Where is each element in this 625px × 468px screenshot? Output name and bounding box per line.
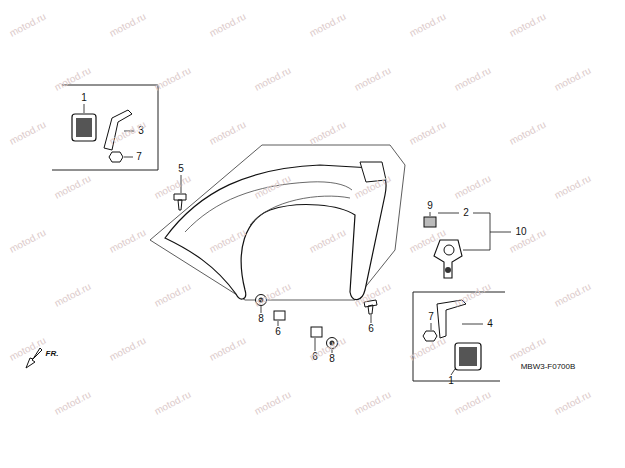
watermark: motod.ru [553, 281, 593, 308]
watermark: motod.ru [508, 119, 548, 146]
watermark: motod.ru [353, 65, 393, 92]
watermark: motod.ru [8, 227, 48, 254]
watermark: motod.ru [353, 389, 393, 416]
watermark: motod.ru [8, 119, 48, 146]
watermark: motod.ru [8, 11, 48, 38]
callout-number: 7 [136, 152, 142, 162]
callout-number: 1 [81, 93, 87, 103]
callout-number: 4 [487, 319, 493, 329]
watermark: motod.ru [553, 389, 593, 416]
watermark: motod.ru [408, 11, 448, 38]
drawing-code: MBW3-F0700B [521, 363, 576, 371]
callout-number: 8 [258, 314, 264, 324]
callout-number: 1 [448, 376, 454, 386]
watermark: motod.ru [153, 389, 193, 416]
watermark: motod.ru [553, 173, 593, 200]
callout-number: 5 [178, 164, 184, 174]
watermark: motod.ru [453, 173, 493, 200]
callout-number: 6 [275, 327, 281, 337]
callout-number: 7 [428, 312, 434, 322]
watermark: motod.ru [453, 389, 493, 416]
watermark: motod.ru [153, 65, 193, 92]
watermark: motod.ru [53, 65, 93, 92]
watermark: motod.ru [508, 227, 548, 254]
watermark: motod.ru [53, 389, 93, 416]
direction-label: FR. [46, 350, 59, 358]
watermark: motod.ru [308, 11, 348, 38]
watermark: motod.ru [208, 335, 248, 362]
watermark: motod.ru [308, 227, 348, 254]
watermark: motod.ru [53, 173, 93, 200]
watermark: motod.ru [508, 11, 548, 38]
watermark: motod.ru [208, 119, 248, 146]
callout-number: 6 [368, 324, 374, 334]
watermark: motod.ru [53, 281, 93, 308]
watermark: motod.ru [253, 65, 293, 92]
callout-number: 8 [329, 354, 335, 364]
watermark: motod.ru [453, 65, 493, 92]
watermark: motod.ru [308, 119, 348, 146]
watermark: motod.ru [108, 11, 148, 38]
callout-number: 2 [463, 208, 469, 218]
watermark: motod.ru [253, 281, 293, 308]
watermark: motod.ru [453, 281, 493, 308]
watermark: motod.ru [253, 389, 293, 416]
watermark: motod.ru [153, 281, 193, 308]
watermark: motod.ru [208, 11, 248, 38]
watermark: motod.ru [508, 335, 548, 362]
watermark: motod.ru [553, 65, 593, 92]
watermark: motod.ru [108, 335, 148, 362]
watermark: motod.ru [153, 173, 193, 200]
callout-number: 9 [427, 201, 433, 211]
watermark: motod.ru [408, 119, 448, 146]
watermark: motod.ru [108, 227, 148, 254]
